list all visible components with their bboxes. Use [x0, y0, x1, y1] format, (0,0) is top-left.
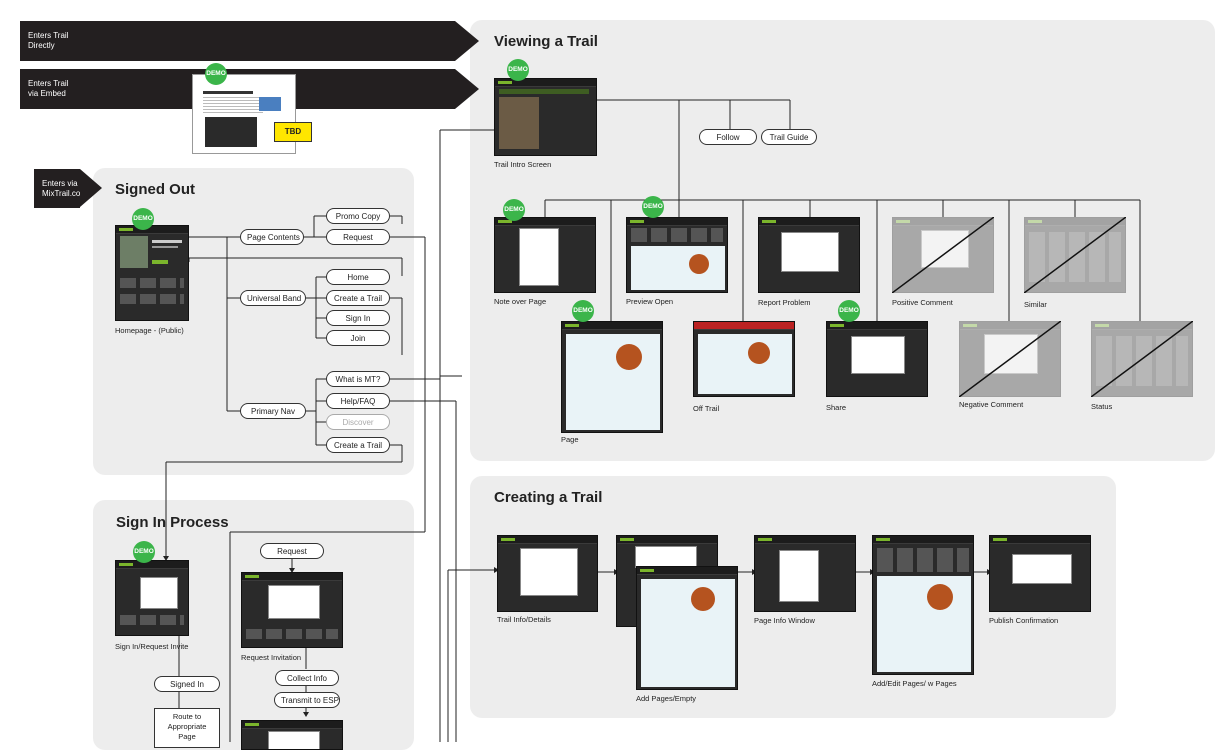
- discover-node: Discover: [326, 414, 390, 430]
- off-trail-caption: Off Trail: [693, 404, 720, 413]
- report-caption: Report Problem: [758, 298, 811, 307]
- entry-mixtrail-banner: Enters via MixTrail.com: [34, 169, 102, 208]
- share-demo-badge[interactable]: DEMO: [838, 300, 860, 322]
- preview-demo-badge[interactable]: DEMO: [642, 196, 664, 218]
- primary-nav-node: Primary Nav: [240, 403, 306, 419]
- page-demo-badge[interactable]: DEMO: [572, 300, 594, 322]
- transmit-pill: Transmit to ESP: [274, 692, 340, 708]
- page-screenshot: [561, 321, 663, 433]
- status-slash: [1091, 321, 1193, 397]
- positive-comment-slash: [892, 217, 994, 293]
- create-trail-2-node: Create a Trail: [326, 437, 390, 453]
- report-problem-screenshot: [758, 217, 860, 293]
- page-info-window-screenshot: [754, 535, 856, 612]
- route-box: Route to Appropriate Page: [154, 708, 220, 748]
- embed-demo-badge[interactable]: DEMO: [205, 63, 227, 85]
- signin-screenshot: [115, 560, 189, 636]
- request-pill: Request: [260, 543, 324, 559]
- confirmation-screenshot: [241, 720, 343, 750]
- what-is-mt-node: What is MT?: [326, 371, 390, 387]
- universal-band-node: Universal Band: [240, 290, 306, 306]
- note-caption: Note over Page: [494, 297, 547, 306]
- signin-caption: Sign In/Request Invite: [115, 642, 189, 651]
- note-demo-badge[interactable]: DEMO: [503, 199, 525, 221]
- sign-in-node: Sign In: [326, 310, 390, 326]
- embed-screenshot: [192, 74, 296, 154]
- collect-info-pill: Collect Info: [275, 670, 339, 686]
- page-caption: Page: [561, 435, 579, 444]
- trail-info-caption: Trail Info/Details: [497, 615, 551, 624]
- promo-copy-node: Promo Copy: [326, 208, 390, 224]
- entry-mixtrail-label: Enters via MixTrail.com: [42, 179, 88, 198]
- entry-embed-label: Enters Trail via Embed: [28, 79, 69, 98]
- home-node: Home: [326, 269, 390, 285]
- trail-info-screenshot: [497, 535, 598, 612]
- similar-slash: [1024, 217, 1126, 293]
- similar-caption: Similar: [1024, 300, 1047, 309]
- homepage-demo-badge[interactable]: DEMO: [132, 208, 154, 230]
- preview-caption: Preview Open: [626, 297, 674, 306]
- create-trail-node: Create a Trail: [326, 290, 390, 306]
- trail-intro-screenshot: [494, 78, 597, 156]
- negative-comment-slash: [959, 321, 1061, 397]
- publish-confirmation-screenshot: [989, 535, 1091, 612]
- follow-pill: Follow: [699, 129, 757, 145]
- off-trail-screenshot: [693, 321, 795, 397]
- share-screenshot: [826, 321, 928, 397]
- signin-demo-badge[interactable]: DEMO: [133, 541, 155, 563]
- add-pages-screenshot-front: [636, 566, 738, 690]
- tbd-badge: TBD: [274, 122, 312, 142]
- help-faq-node: Help/FAQ: [326, 393, 390, 409]
- intro-caption: Trail Intro Screen: [494, 160, 552, 169]
- intro-demo-badge[interactable]: DEMO: [507, 59, 529, 81]
- entry-direct-label: Enters Trail Directly: [28, 31, 69, 50]
- add-edit-pages-screenshot: [872, 535, 974, 675]
- share-caption: Share: [826, 403, 847, 412]
- creating-title: Creating a Trail: [494, 489, 603, 506]
- negative-caption: Negative Comment: [959, 400, 1024, 409]
- join-node: Join: [326, 330, 390, 346]
- request-node: Request: [326, 229, 390, 245]
- add-edit-pages-caption: Add/Edit Pages/ w Pages: [872, 679, 957, 688]
- page-info-window-caption: Page Info Window: [754, 616, 815, 625]
- entry-direct-banner: Enters Trail Directly: [20, 21, 479, 61]
- page-contents-node: Page Contents: [240, 229, 304, 245]
- sign-in-title: Sign In Process: [116, 514, 229, 531]
- homepage-caption: Homepage - (Public): [115, 326, 184, 335]
- request-invitation-screenshot: [241, 572, 343, 648]
- positive-caption: Positive Comment: [892, 298, 953, 307]
- add-pages-caption: Add Pages/Empty: [636, 694, 697, 703]
- signed-in-pill: Signed In: [154, 676, 220, 692]
- trail-guide-pill: Trail Guide: [761, 129, 817, 145]
- signed-out-title: Signed Out: [115, 181, 195, 198]
- viewing-title: Viewing a Trail: [494, 33, 598, 50]
- preview-open-screenshot: [626, 217, 728, 293]
- homepage-screenshot: [115, 225, 189, 321]
- status-caption: Status: [1091, 402, 1113, 411]
- request-invitation-caption: Request Invitation: [241, 653, 302, 662]
- publish-caption: Publish Confirmation: [989, 616, 1059, 625]
- note-over-page-screenshot: [494, 217, 596, 293]
